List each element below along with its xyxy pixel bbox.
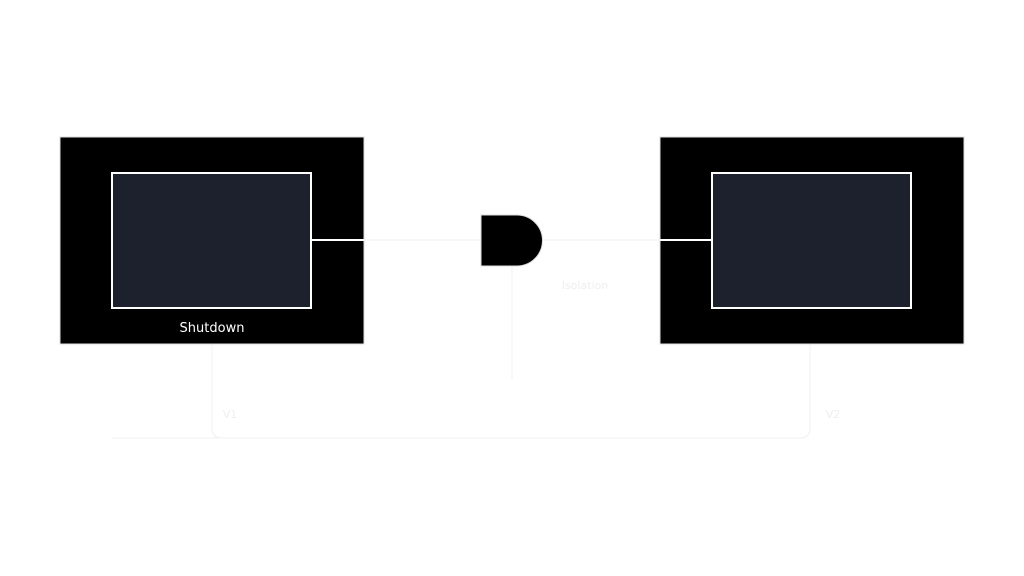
left-screen bbox=[111, 172, 312, 309]
left-block-label: Shutdown bbox=[180, 321, 245, 336]
v1-label: V1 bbox=[223, 408, 238, 421]
loop-wire bbox=[211, 344, 811, 439]
right-screen bbox=[711, 172, 912, 309]
and-gate-icon bbox=[480, 214, 543, 267]
gate-label: Isolation bbox=[562, 279, 609, 292]
v2-label: V2 bbox=[826, 408, 841, 421]
